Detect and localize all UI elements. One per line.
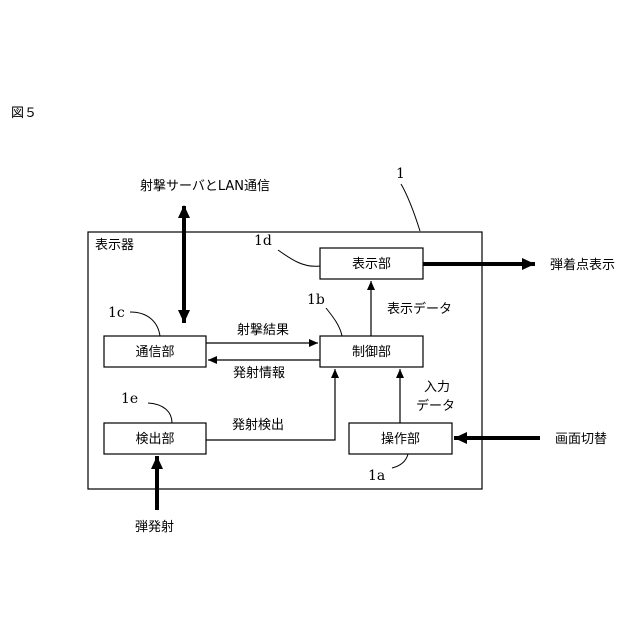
operation-ref: 1a	[368, 468, 385, 484]
control-ref-leader	[326, 308, 342, 336]
device-ref-leader	[401, 184, 420, 231]
fire-info-label: 発射情報	[233, 365, 285, 381]
detect-ref-leader	[148, 403, 172, 423]
input-data-label-line1: 入力	[424, 380, 450, 395]
impact-display-label: 弾着点表示	[550, 257, 615, 273]
comm-ref-leader	[130, 312, 160, 336]
control-ref: 1b	[307, 292, 325, 308]
input-data-label-line2: データ	[416, 398, 455, 414]
device-ref: 1	[396, 166, 405, 182]
operation-label: 操作部	[381, 431, 420, 447]
display-ref: 1d	[254, 233, 272, 249]
figure-label: 図５	[11, 106, 37, 121]
bullet-fire-label: 弾発射	[135, 519, 174, 535]
display-label: 表示部	[352, 257, 391, 272]
device-title: 表示器	[95, 238, 134, 253]
control-label: 制御部	[352, 345, 391, 360]
display-data-label: 表示データ	[387, 301, 452, 317]
operation-ref-leader	[392, 454, 408, 468]
comm-label: 通信部	[135, 345, 174, 360]
detect-ref: 1e	[121, 391, 138, 407]
screen-switch-label: 画面切替	[555, 432, 607, 447]
detect-label: 検出部	[135, 432, 174, 447]
display-ref-leader	[278, 250, 320, 266]
fire-detect-label: 発射検出	[232, 417, 284, 433]
lan-label: 射撃サーバとLAN通信	[140, 178, 270, 194]
comm-ref: 1c	[108, 305, 125, 321]
shot-result-label: 射撃結果	[237, 322, 289, 338]
